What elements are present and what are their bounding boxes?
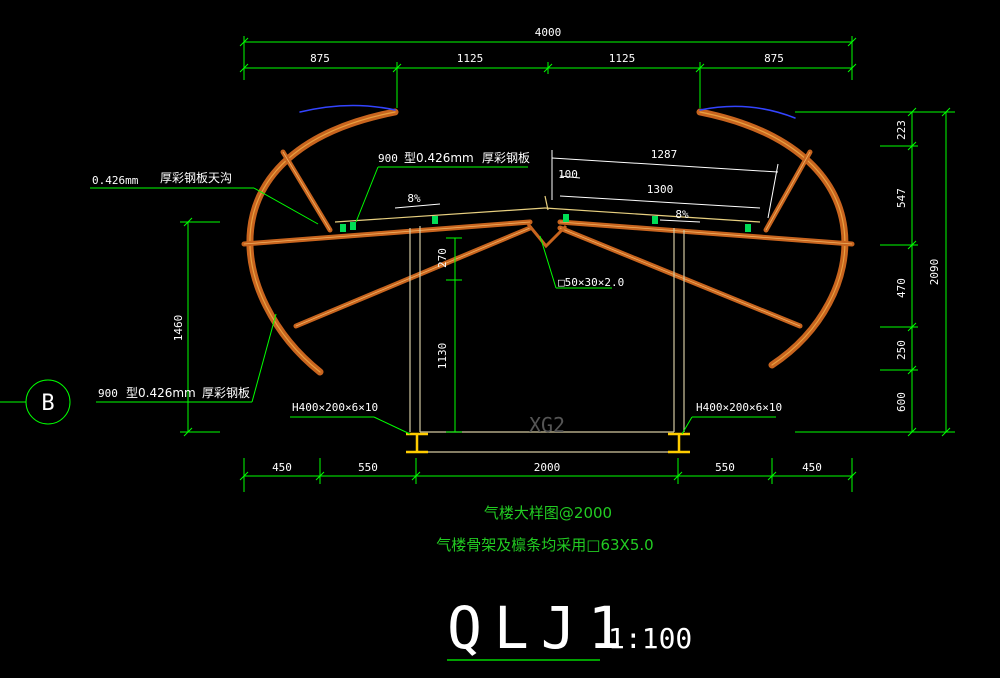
dim-right-seg-5: 600 <box>895 392 908 412</box>
ridge-joint <box>526 223 568 249</box>
roof-spec-mid: 型0.426mm <box>404 151 474 165</box>
beam-tag-label: XG2 <box>529 413 565 437</box>
truss-members <box>241 149 855 329</box>
axis-bubble-label: B <box>41 391 54 416</box>
slope-left-label: 8% <box>407 192 421 205</box>
purlin-spec-label: □50×30×2.0 <box>558 276 624 289</box>
right-arc-frame <box>696 105 849 369</box>
span-dimension-group <box>551 150 779 219</box>
dim-top-seg-3: 1125 <box>609 52 636 65</box>
dim-span-1287: 1287 <box>651 148 678 161</box>
dim-top-total: 4000 <box>535 26 562 39</box>
dim-span-1300: 1300 <box>647 183 674 196</box>
dim-span-100: 100 <box>558 168 578 181</box>
dim-top-seg-2: 1125 <box>457 52 484 65</box>
dim-post-height: 1130 <box>436 343 449 370</box>
left-name-label: 厚彩钢板 <box>202 386 250 400</box>
columns <box>409 226 685 453</box>
dim-right-seg-3: 470 <box>895 278 908 298</box>
drawing-title: QLJ1 <box>447 594 635 662</box>
roof-panels <box>334 195 761 223</box>
left-dimension-group <box>180 217 220 437</box>
dim-left-height: 1460 <box>172 315 185 342</box>
dim-bottom-seg-5: 450 <box>802 461 822 474</box>
bottom-dimension-group <box>239 458 857 492</box>
note-line-1: 气楼大样图@2000 <box>484 504 612 522</box>
dim-top-seg-1: 875 <box>310 52 330 65</box>
top-dimension-group <box>239 36 857 108</box>
right-dimension-group <box>795 107 955 437</box>
slope-markers <box>394 203 701 223</box>
column-right-label: H400×200×6×10 <box>696 401 782 414</box>
leader-lines <box>0 166 776 435</box>
dim-right-total: 2090 <box>928 259 941 286</box>
slope-right-label: 8% <box>675 208 689 221</box>
gutter-name-label: 厚彩钢板天沟 <box>160 171 232 185</box>
roof-name-label: 厚彩钢板 <box>482 151 530 165</box>
left-arc-frame <box>246 104 399 376</box>
dim-post-upper: 270 <box>436 248 449 268</box>
dim-right-seg-1: 223 <box>895 120 908 140</box>
dim-bottom-seg-3: 2000 <box>534 461 561 474</box>
dim-right-seg-4: 250 <box>895 340 908 360</box>
purlin-clips <box>340 214 751 232</box>
dim-bottom-seg-2: 550 <box>358 461 378 474</box>
dim-bottom-seg-4: 550 <box>715 461 735 474</box>
axis-bubble: B <box>25 379 71 425</box>
dim-bottom-seg-1: 450 <box>272 461 292 474</box>
note-line-2: 气楼骨架及檩条均采用□63X5.0 <box>436 536 653 554</box>
roof-spec-num: 900 <box>378 152 398 165</box>
left-spec-mid: 型0.426mm <box>126 386 196 400</box>
column-left-label: H400×200×6×10 <box>292 401 378 414</box>
truss-member-highlights <box>243 151 853 327</box>
post-dimension-group <box>446 237 462 433</box>
dim-top-seg-4: 875 <box>764 52 784 65</box>
drawing-scale: 1:100 <box>608 622 692 655</box>
left-spec-num: 900 <box>98 387 118 400</box>
gutter-thickness-label: 0.426mm <box>92 174 139 187</box>
dim-right-seg-2: 547 <box>895 188 908 208</box>
